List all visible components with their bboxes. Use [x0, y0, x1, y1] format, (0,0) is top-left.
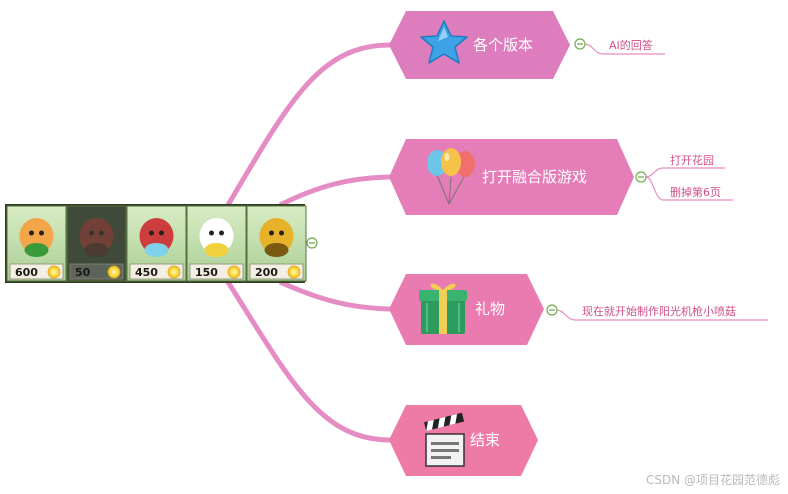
ice-creature-icon	[139, 218, 174, 257]
seed-card[interactable]: 50	[66, 205, 127, 282]
branch-label-versions: 各个版本	[473, 36, 533, 54]
seed-card[interactable]: 150	[186, 205, 247, 282]
root-seed-card-row[interactable]: 600 50 450 150 200	[5, 204, 307, 283]
seed-card[interactable]: 200	[246, 205, 307, 282]
branch-collapse-toggle-2[interactable]	[635, 171, 647, 183]
blue-flower-icon	[199, 218, 234, 257]
edge-branch-3	[278, 279, 391, 312]
edge-branch-2	[278, 174, 391, 208]
branch-connectors	[225, 42, 391, 443]
branch-collapse-toggle-1[interactable]	[574, 38, 586, 50]
sun-icon	[107, 265, 121, 279]
branch-label-open-game: 打开融合版游戏	[482, 168, 587, 186]
edge-branch-4	[225, 280, 391, 443]
seed-card[interactable]: 450	[126, 205, 187, 282]
yellow-shell-icon	[259, 218, 294, 257]
leaf-connector-3	[556, 309, 768, 321]
clapperboard-icon	[424, 412, 465, 467]
leaf-delete-page-6[interactable]: 删掉第6页	[670, 185, 721, 199]
branch-node-end[interactable]: 结束	[389, 405, 538, 476]
card-cost: 450	[135, 266, 158, 279]
sun-icon	[227, 265, 241, 279]
leaf-sun-gatling-puffshroom[interactable]: 现在就开始制作阳光机枪小喷菇	[582, 304, 736, 318]
card-cost: 150	[195, 266, 218, 279]
red-mushroom-icon	[79, 218, 114, 257]
leaf-open-garden[interactable]: 打开花园	[670, 153, 714, 167]
branch-collapse-toggle-3[interactable]	[546, 304, 558, 316]
sun-icon	[47, 265, 61, 279]
branch-node-versions[interactable]: 各个版本	[389, 11, 570, 79]
seed-card[interactable]: 600	[6, 205, 67, 282]
card-cost: 600	[15, 266, 38, 279]
leaf-connector-2a	[645, 167, 725, 178]
sun-icon	[167, 265, 181, 279]
gift-box-icon	[419, 283, 467, 334]
leaf-connector-1	[584, 43, 665, 55]
sun-icon	[287, 265, 301, 279]
balloons-icon	[427, 148, 475, 205]
leaf-connector-2b	[645, 176, 733, 201]
leaf-ai-answer[interactable]: AI的回答	[609, 38, 653, 52]
branch-label-gift: 礼物	[475, 300, 505, 318]
branch-node-gift[interactable]: 礼物	[389, 274, 544, 345]
root-collapse-toggle[interactable]	[306, 237, 318, 249]
blue-star-icon	[420, 20, 468, 64]
card-cost: 200	[255, 266, 278, 279]
branch-node-open-game[interactable]: 打开融合版游戏	[389, 139, 634, 215]
edge-branch-1	[225, 42, 391, 207]
princess-plant-icon	[19, 218, 54, 257]
branch-label-end: 结束	[470, 431, 500, 449]
card-cost: 50	[75, 266, 91, 279]
csdn-watermark: CSDN @项目花园范德彪	[645, 473, 780, 487]
